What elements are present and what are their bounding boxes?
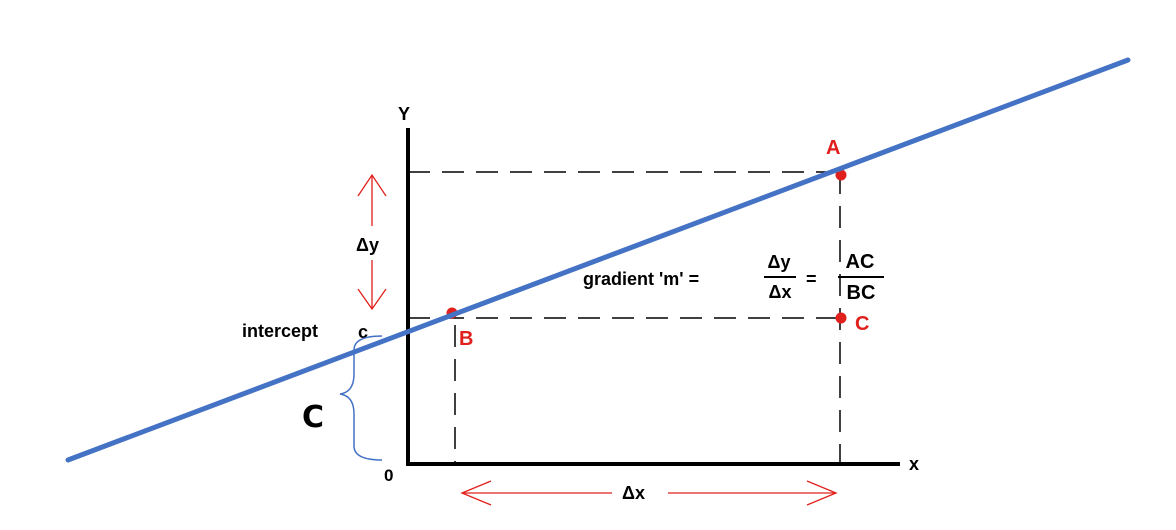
origin-label: 0 [384, 466, 393, 485]
guide-lines [408, 171, 841, 464]
fraction-1-denominator: Δx [769, 282, 792, 302]
graph-line [65, 57, 1131, 463]
delta-y-label: Δy [356, 235, 379, 255]
gradient-prefix: gradient 'm' = [583, 269, 699, 289]
delta-y-arrow [357, 173, 387, 311]
point-c-marker [835, 312, 847, 324]
point-a-label: A [826, 137, 840, 159]
fraction-2-denominator: BC [847, 282, 876, 304]
axes: Y x 0 [384, 104, 919, 485]
intercept-brace-label: C [302, 400, 324, 435]
gradient-formula: gradient 'm' = Δy Δx = AC BC [583, 251, 884, 304]
intercept-symbol: c [358, 322, 368, 342]
point-a-marker [835, 169, 847, 181]
x-axis-label: x [909, 454, 919, 474]
y-axis-label: Y [398, 104, 410, 124]
fraction-1-numerator: Δy [768, 252, 791, 272]
intercept-label: intercept [242, 321, 318, 341]
delta-x-label: Δx [622, 483, 645, 503]
delta-x-arrow [460, 480, 838, 506]
fraction-2-numerator: AC [846, 251, 875, 273]
point-c-label: C [855, 313, 869, 335]
point-b-label: B [459, 328, 473, 350]
formula-equals: = [806, 269, 817, 289]
intercept-brace [339, 335, 383, 461]
